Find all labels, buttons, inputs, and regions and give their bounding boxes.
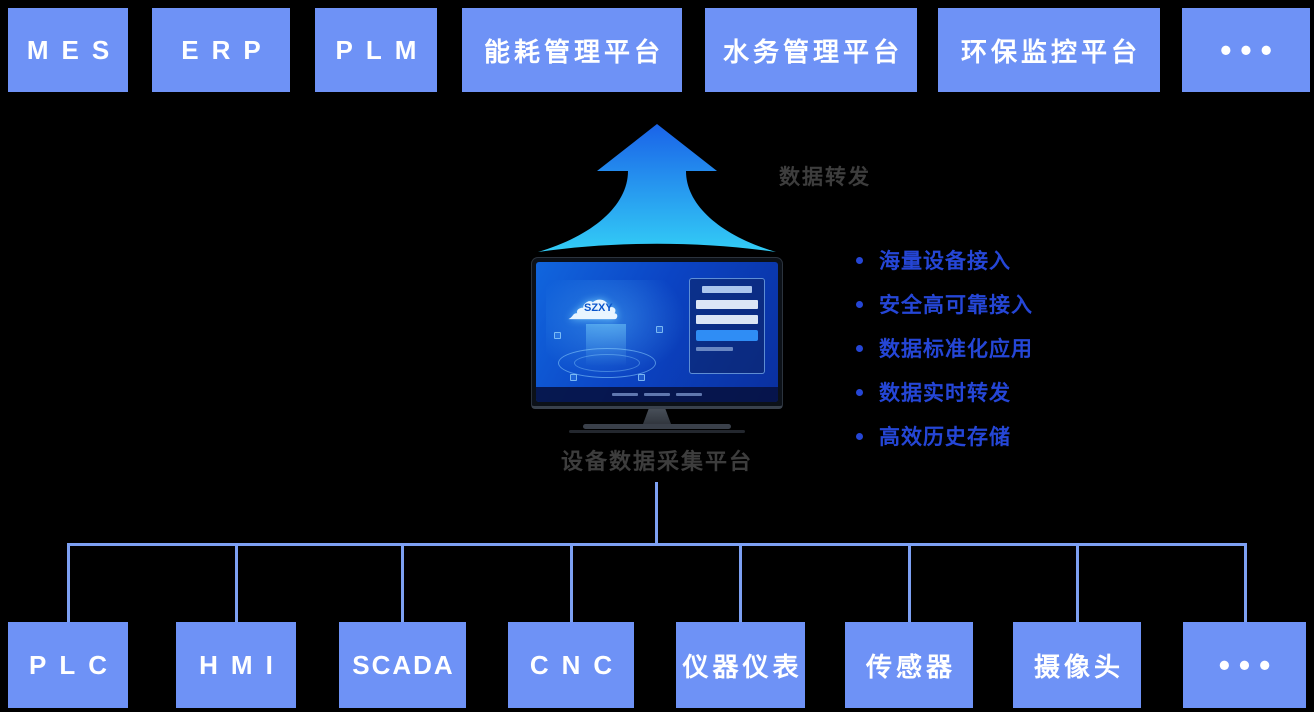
footer-text-bar <box>644 393 670 396</box>
data-forward-arrow <box>532 124 782 259</box>
device-node-icon <box>554 332 561 339</box>
bullet-icon <box>856 344 863 352</box>
bullet-icon <box>856 388 863 396</box>
device-plc-label: PLC <box>29 649 120 680</box>
device-node-icon <box>570 374 577 381</box>
connector-drop-instrument <box>739 543 742 622</box>
device-plc: PLC <box>8 622 128 708</box>
connector-drop-cnc <box>570 543 573 622</box>
top-system-more: ••• <box>1182 8 1310 92</box>
screen-footer <box>536 387 778 402</box>
top-system-more-label: ••• <box>1220 31 1281 68</box>
top-system-mes: MES <box>8 8 128 92</box>
connector-stem <box>655 482 658 543</box>
device-node-icon <box>656 326 663 333</box>
login-button-bar <box>696 330 758 341</box>
cloud-icon: ☁ <box>566 271 620 331</box>
footer-text-bar <box>612 393 638 396</box>
connector-drop-plc <box>67 543 70 622</box>
connector-drop-hmi <box>235 543 238 622</box>
login-hint-bar <box>696 347 734 351</box>
device-cnc: CNC <box>508 622 634 708</box>
device-cnc-label: CNC <box>529 649 626 680</box>
feature-text: 海量设备接入 <box>879 250 1011 273</box>
device-scada-label: SCADA <box>352 649 455 680</box>
cloud-logo-text: SZXY <box>584 302 613 314</box>
top-system-mes-label: MES <box>26 34 123 65</box>
device-instrument-label: 仪器仪表 <box>682 651 803 682</box>
device-sensor: 传感器 <box>845 622 973 708</box>
bullet-icon <box>856 300 863 308</box>
feature-item: 高效历史存储 <box>856 422 1033 450</box>
feature-text: 数据实时转发 <box>879 382 1011 405</box>
connector-drop-more <box>1244 543 1247 622</box>
device-camera: 摄像头 <box>1013 622 1141 708</box>
top-system-erp: ERP <box>152 8 290 92</box>
monitor-stand-neck <box>643 409 671 424</box>
top-system-water-label: 水务管理平台 <box>722 36 903 67</box>
data-forward-label: 数据转发 <box>779 166 871 189</box>
monitor-stand-shadow <box>569 430 745 433</box>
login-password-bar <box>696 315 758 324</box>
footer-text-bar <box>676 393 702 396</box>
top-system-energy: 能耗管理平台 <box>462 8 682 92</box>
feature-text: 高效历史存储 <box>879 426 1011 449</box>
top-system-energy-label: 能耗管理平台 <box>483 36 664 67</box>
platform-ring-inner <box>574 354 640 372</box>
device-sensor-label: 传感器 <box>865 651 956 682</box>
feature-text: 数据标准化应用 <box>879 338 1033 361</box>
login-title-bar <box>702 286 752 293</box>
device-hmi-label: HMI <box>199 649 286 680</box>
bullet-icon <box>856 256 863 264</box>
connector-drop-camera <box>1076 543 1079 622</box>
connector-drop-sensor <box>908 543 911 622</box>
up-arrow-icon <box>538 124 776 252</box>
connector-bus <box>67 543 1247 546</box>
feature-item: 安全高可靠接入 <box>856 290 1033 318</box>
monitor-stand-base <box>583 424 731 429</box>
device-instrument: 仪器仪表 <box>676 622 805 708</box>
feature-item: 数据标准化应用 <box>856 334 1033 362</box>
connector-drop-scada <box>401 543 404 622</box>
feature-item: 数据实时转发 <box>856 378 1033 406</box>
feature-item: 海量设备接入 <box>856 246 1033 274</box>
top-system-plm-label: PLM <box>335 34 430 65</box>
monitor-bezel: ☁ SZXY <box>531 257 783 409</box>
login-panel <box>689 278 765 374</box>
device-more: ••• <box>1183 622 1306 708</box>
top-system-environment: 环保监控平台 <box>938 8 1160 92</box>
top-system-environment-label: 环保监控平台 <box>960 36 1141 67</box>
feature-text: 安全高可靠接入 <box>879 294 1033 317</box>
platform-ring-outer <box>558 348 656 378</box>
device-camera-label: 摄像头 <box>1033 651 1124 682</box>
platform-title: 设备数据采集平台 <box>560 449 754 474</box>
top-system-water: 水务管理平台 <box>705 8 917 92</box>
device-hmi: HMI <box>176 622 296 708</box>
bullet-icon <box>856 432 863 440</box>
top-system-erp-label: ERP <box>181 34 274 65</box>
top-system-plm: PLM <box>315 8 437 92</box>
feature-list: 海量设备接入 安全高可靠接入 数据标准化应用 数据实时转发 高效历史存储 <box>856 246 1033 466</box>
device-scada: SCADA <box>339 622 466 708</box>
device-more-label: ••• <box>1218 646 1280 683</box>
login-username-bar <box>696 300 758 309</box>
monitor-screen: ☁ SZXY <box>536 262 778 402</box>
platform-monitor: ☁ SZXY <box>531 257 783 433</box>
device-node-icon <box>638 374 645 381</box>
